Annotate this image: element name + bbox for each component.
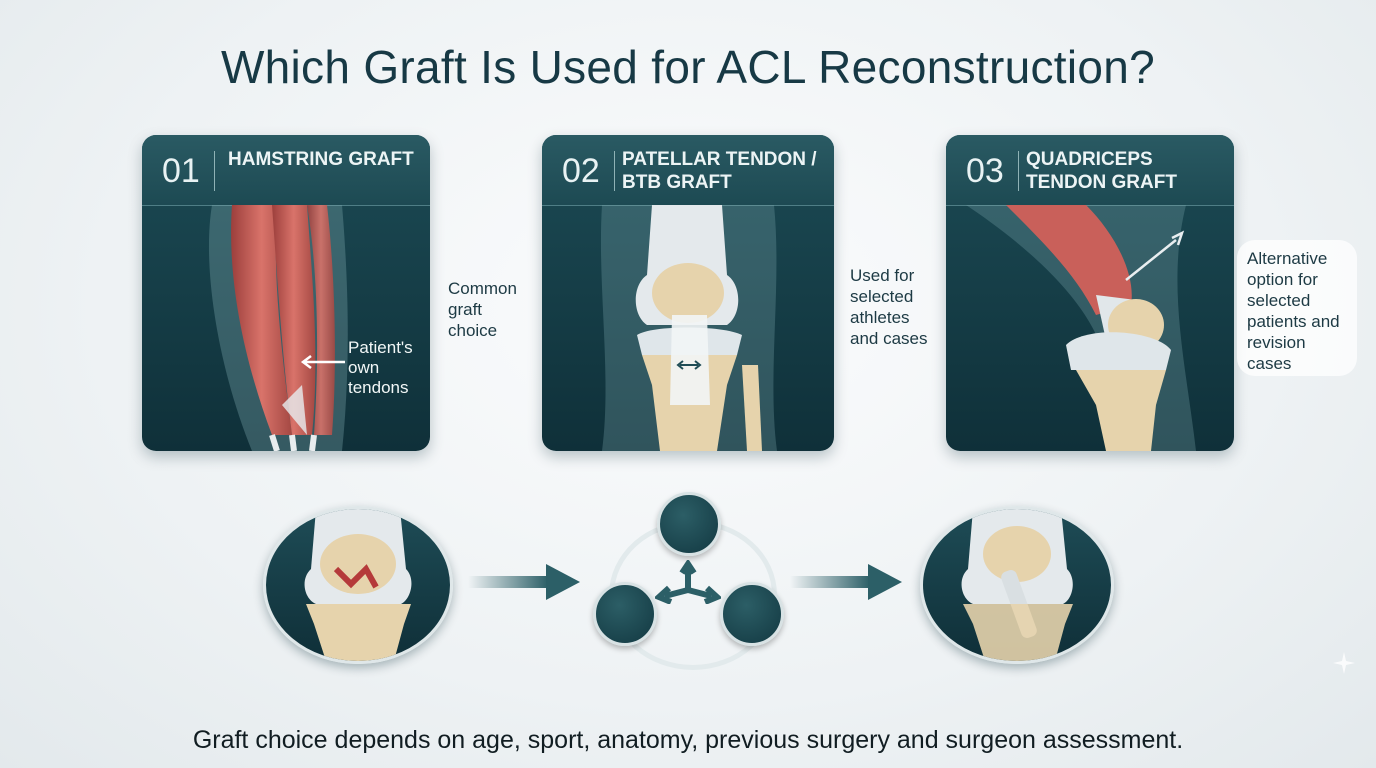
side-note-common-graft: Common graft choice: [448, 279, 517, 340]
hamstring-muscle-illustration: [208, 205, 348, 451]
side-note-bubble: Alternative option for selected patients…: [1237, 240, 1357, 376]
side-note-alternative-option: Alternative option for selected patients…: [1247, 249, 1340, 373]
pointer-arrow-icon: [300, 355, 345, 369]
sparkle-icon: [1333, 652, 1355, 674]
patellar-tendon-knee-illustration: [600, 205, 777, 451]
inset-label-patients-own-tendons: Patient's own tendons: [348, 338, 413, 397]
side-note-selected-athletes: Used for selected athletes and cases: [850, 266, 928, 348]
knee-option-icon-right: [720, 582, 784, 646]
card-number: 01: [162, 152, 200, 190]
knee-injury-icon: [263, 506, 453, 664]
reconstructed-knee-icon: [920, 506, 1114, 664]
card-hamstring-graft: 01 HAMSTRING GRAFT Patient's own tendons: [142, 135, 430, 451]
branch-arrows-icon: [655, 560, 721, 604]
card-quadriceps-tendon-graft: 03 QUADRICEPS TENDON GRAFT: [946, 135, 1234, 451]
card-header: 01 HAMSTRING GRAFT: [142, 135, 430, 206]
card-number: 03: [966, 152, 1004, 190]
card-title: PATELLAR TENDON / BTB GRAFT: [622, 149, 817, 193]
header-divider: [1018, 151, 1019, 191]
flow-arrow-icon: [790, 564, 902, 600]
card-header: 02 PATELLAR TENDON / BTB GRAFT: [542, 135, 834, 206]
page-title: Which Graft Is Used for ACL Reconstructi…: [220, 41, 1156, 93]
card-patellar-tendon-graft: 02 PATELLAR TENDON / BTB GRAFT: [542, 135, 834, 451]
footer-note: Graft choice depends on age, sport, anat…: [192, 726, 1184, 754]
header-divider: [614, 151, 615, 191]
card-title: HAMSTRING GRAFT: [228, 149, 414, 170]
quadriceps-tendon-knee-illustration: [966, 205, 1196, 451]
header-divider: [214, 151, 215, 191]
knee-option-icon-top: [657, 492, 721, 556]
card-header: 03 QUADRICEPS TENDON GRAFT: [946, 135, 1234, 206]
card-number: 02: [562, 152, 600, 190]
flow-arrow-icon: [468, 564, 580, 600]
knee-option-icon-left: [593, 582, 657, 646]
card-title: QUADRICEPS TENDON GRAFT: [1026, 149, 1177, 193]
